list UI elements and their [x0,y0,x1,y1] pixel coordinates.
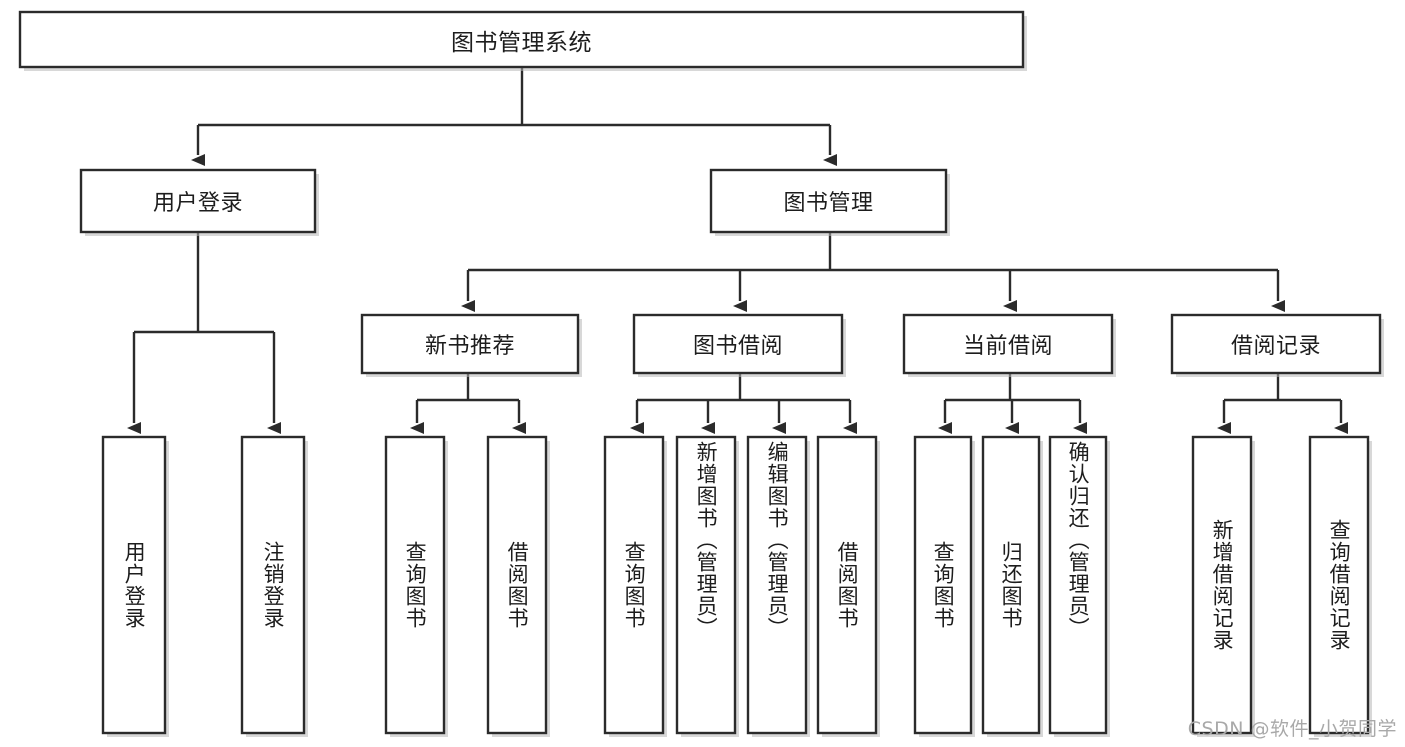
node-layer [18,10,1382,735]
csdn-watermark: CSDN @软件_小贺同学 [1187,718,1397,740]
node-new-book-recommend-box[interactable] [360,313,580,375]
node-leaf-query-book-2-box[interactable] [603,435,665,735]
node-leaf-user-login-box[interactable] [101,435,167,735]
edge-layer [127,67,1348,434]
node-leaf-query-record-box[interactable] [1308,435,1370,735]
node-leaf-confirm-return-box[interactable] [1048,435,1108,735]
node-leaf-add-book-box[interactable] [675,435,737,735]
node-current-borrow-box[interactable] [902,313,1114,375]
node-leaf-borrow-book-1-box[interactable] [486,435,548,735]
node-leaf-edit-book-box[interactable] [746,435,808,735]
node-leaf-return-book-box[interactable] [981,435,1041,735]
node-book-borrow-box[interactable] [632,313,844,375]
node-user-login-box[interactable] [79,168,317,234]
node-leaf-query-book-1-box[interactable] [384,435,446,735]
node-leaf-query-book-3-box[interactable] [913,435,973,735]
node-root-box[interactable] [18,10,1025,69]
node-leaf-add-record-box[interactable] [1191,435,1253,735]
node-leaf-borrow-book-2-box[interactable] [816,435,878,735]
node-book-manage-box[interactable] [709,168,948,234]
node-borrow-record-box[interactable] [1170,313,1382,375]
node-leaf-user-logout-box[interactable] [240,435,306,735]
